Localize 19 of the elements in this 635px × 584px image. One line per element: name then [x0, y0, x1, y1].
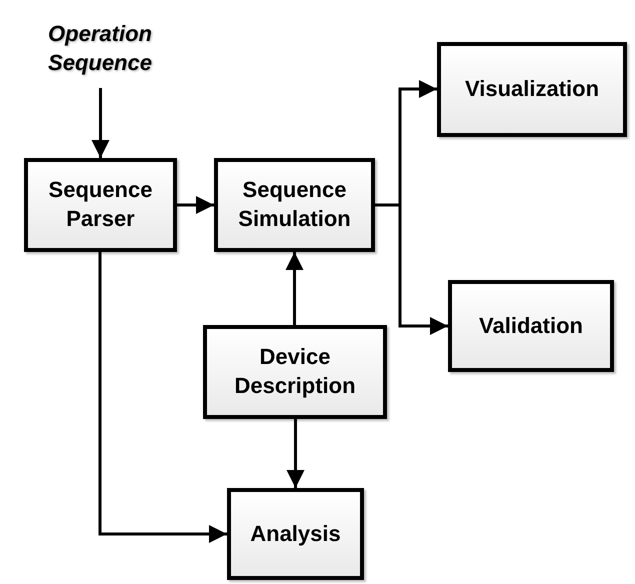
arrow — [286, 419, 304, 488]
box-label: Sequence Simulation — [237, 176, 352, 233]
box-label: Visualization — [464, 75, 600, 104]
arrow — [286, 252, 304, 325]
process-box — [214, 158, 375, 252]
box-label: Analysis — [250, 520, 341, 548]
process-box — [448, 280, 614, 372]
box-label: Device Description — [233, 343, 357, 400]
arrow — [177, 196, 214, 214]
arrow — [375, 204, 448, 335]
input-label: Operation Sequence — [47, 20, 153, 77]
box-label: Validation — [479, 312, 583, 340]
process-box — [203, 325, 387, 419]
process-box — [227, 488, 364, 580]
process-box — [24, 158, 177, 252]
arrow — [98, 252, 227, 543]
process-box — [437, 42, 627, 137]
arrow — [92, 88, 110, 158]
box-label: Sequence Parser — [48, 176, 154, 233]
